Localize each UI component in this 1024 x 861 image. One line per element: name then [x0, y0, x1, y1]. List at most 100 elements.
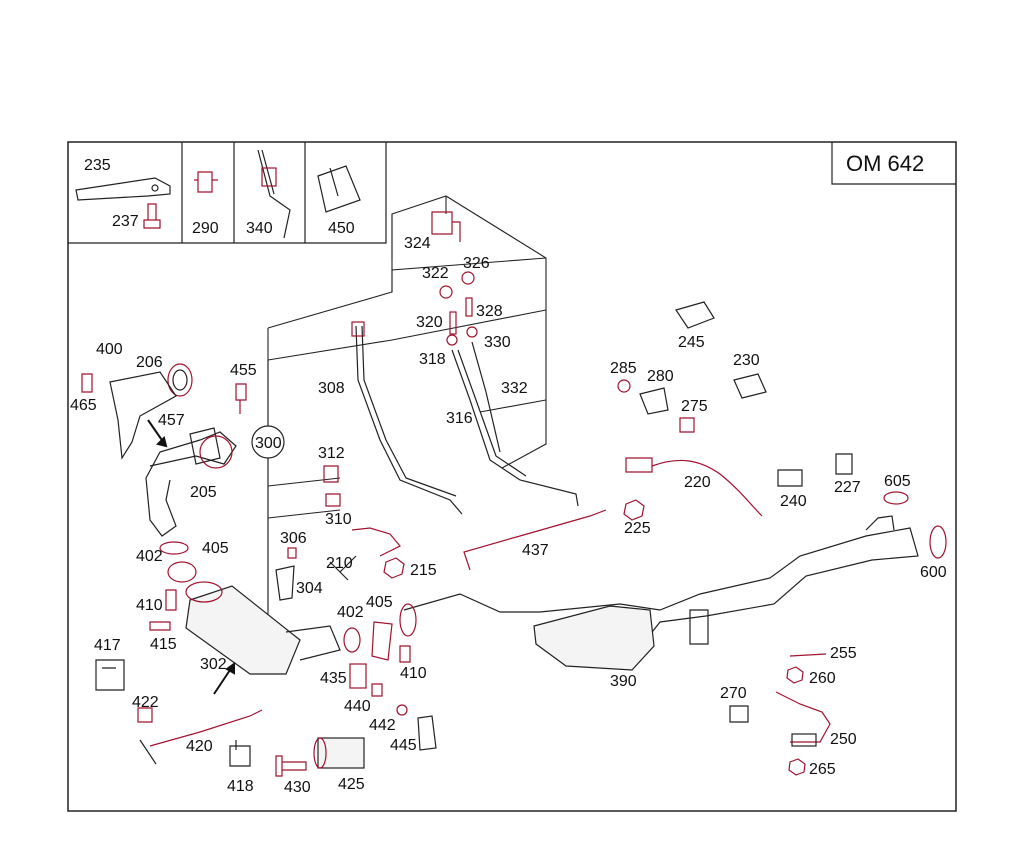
pipe-400	[109, 371, 177, 460]
label-410a: 410	[136, 597, 163, 614]
label-310: 310	[325, 511, 352, 528]
label-230: 230	[733, 352, 760, 369]
label-420: 420	[186, 738, 213, 755]
label-437: 437	[522, 542, 549, 559]
label-205: 205	[190, 484, 217, 501]
sensor-310	[325, 493, 341, 507]
bolt-275	[679, 417, 695, 433]
bracket-445	[417, 715, 437, 751]
bracket-417	[95, 659, 125, 691]
particulate-filter-302	[185, 581, 341, 675]
label-255: 255	[830, 645, 857, 662]
diagram-frame	[67, 141, 957, 812]
bracket-245	[675, 301, 715, 329]
label-326: 326	[463, 255, 490, 272]
pressure-transducer-324	[431, 211, 461, 242]
clip-330	[466, 326, 478, 338]
label-215: 215	[410, 562, 437, 579]
ring-402	[159, 541, 189, 555]
label-322: 322	[422, 265, 449, 282]
label-455: 455	[230, 362, 257, 379]
bracket-450	[317, 165, 361, 213]
label-250: 250	[830, 731, 857, 748]
label-270: 270	[720, 685, 747, 702]
label-390: 390	[610, 673, 637, 690]
top-left-parts-box	[68, 142, 387, 244]
hose-328	[465, 297, 473, 317]
label-308: 308	[318, 380, 345, 397]
sensor-250	[775, 691, 831, 747]
label-435: 435	[320, 670, 347, 687]
bolt-455	[235, 383, 247, 414]
label-417: 417	[94, 637, 121, 654]
nut-260	[786, 666, 804, 684]
label-400: 400	[96, 341, 123, 358]
gasket-405b	[371, 621, 393, 661]
label-415: 415	[150, 636, 177, 653]
label-circle-300	[251, 425, 285, 459]
label-227: 227	[834, 479, 861, 496]
label-332: 332	[501, 380, 528, 397]
label-405b: 405	[366, 594, 393, 611]
label-304: 304	[296, 580, 323, 597]
label-605: 605	[884, 473, 911, 490]
label-302: 302	[200, 656, 227, 673]
label-275: 275	[681, 398, 708, 415]
hose-320	[449, 311, 457, 335]
direction-arrows	[147, 419, 235, 695]
label-445: 445	[390, 737, 417, 754]
clip-290	[194, 171, 218, 193]
label-457: 457	[158, 412, 185, 429]
label-425: 425	[338, 776, 365, 793]
label-405a: 405	[202, 540, 229, 557]
gasket-457	[189, 427, 221, 465]
label-235: 235	[84, 157, 111, 174]
sensor-270	[729, 705, 749, 723]
valve-340	[257, 149, 291, 239]
label-402a: 402	[136, 548, 163, 565]
pipe-332	[471, 341, 501, 453]
sensor-220	[625, 457, 763, 517]
label-430: 430	[284, 779, 311, 796]
washer-285	[617, 379, 631, 393]
label-300: 300	[255, 435, 282, 452]
clip-418	[229, 740, 251, 767]
bolt-237	[143, 203, 161, 229]
label-450: 450	[328, 220, 355, 237]
sensor-410	[165, 589, 177, 611]
label-324: 324	[404, 235, 431, 252]
label-237: 237	[112, 213, 139, 230]
sensor-312	[323, 465, 339, 483]
pipe-308	[351, 321, 463, 515]
clip-306	[287, 547, 297, 559]
clamp-605	[883, 491, 909, 505]
label-410b: 410	[400, 665, 427, 682]
nut-225	[623, 499, 645, 521]
label-225: 225	[624, 520, 651, 537]
clip-318	[446, 334, 458, 346]
sensor-210	[329, 527, 401, 581]
pipe-205	[145, 431, 237, 537]
label-330: 330	[484, 334, 511, 351]
sensor-437	[463, 509, 607, 571]
plate-435	[349, 663, 367, 689]
part-labels: 235 237 290 340 450 324 322 326 328 320 …	[70, 157, 947, 796]
sensor-420	[139, 709, 263, 765]
bolt-465	[81, 373, 93, 393]
washer-442	[396, 704, 408, 716]
label-245: 245	[678, 334, 705, 351]
pipe-316	[451, 349, 579, 507]
label-312: 312	[318, 445, 345, 462]
gasket-405	[167, 561, 197, 583]
bracket-304	[275, 565, 295, 601]
damper-425	[313, 737, 365, 769]
label-260: 260	[809, 670, 836, 687]
label-402b: 402	[337, 604, 364, 621]
label-210: 210	[326, 555, 353, 572]
flange-206	[167, 363, 193, 397]
label-328: 328	[476, 303, 503, 320]
clamp-600	[929, 525, 947, 559]
bolt-422	[137, 707, 153, 723]
bracket-230	[733, 373, 767, 399]
